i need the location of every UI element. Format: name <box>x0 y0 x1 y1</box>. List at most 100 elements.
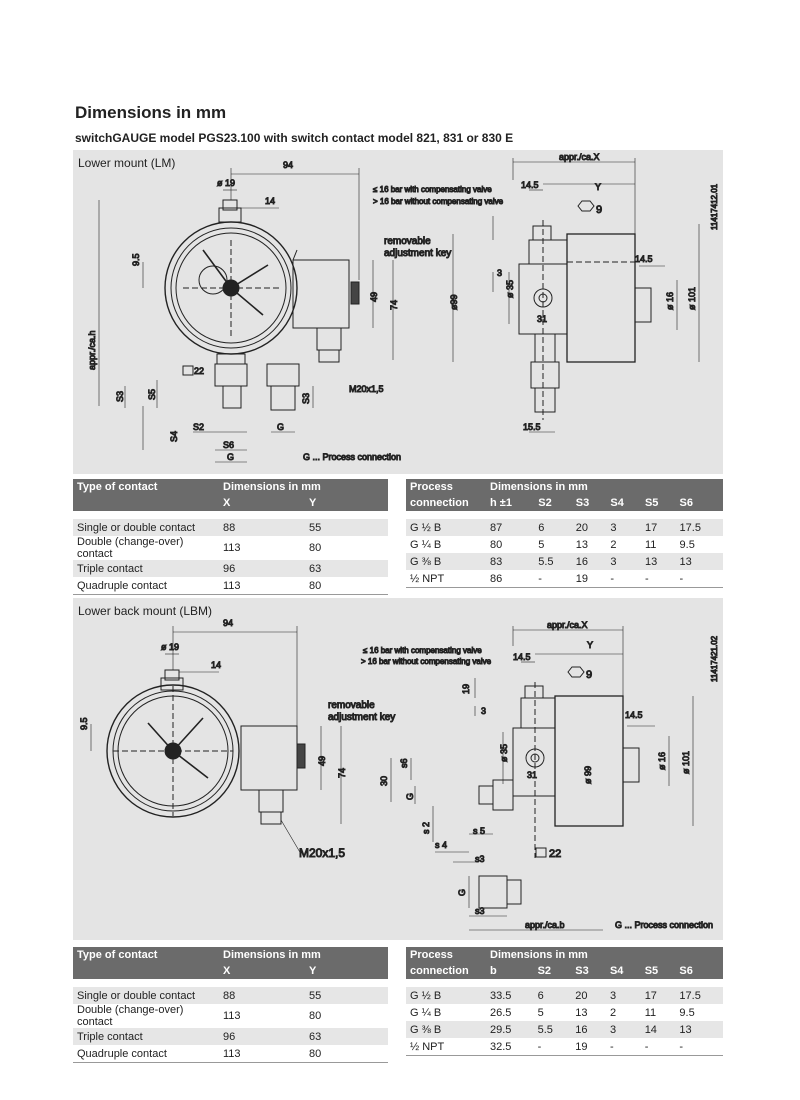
removable-label: removable <box>328 700 375 711</box>
dim-16: ø 16 <box>657 752 667 770</box>
dim-19-side: 19 <box>461 684 471 694</box>
dim-s3-left: S3 <box>115 391 125 402</box>
dim-3: 3 <box>497 268 502 278</box>
dim-101: ø 101 <box>681 751 691 774</box>
header-type-of-contact: Type of contact <box>73 947 219 962</box>
dim-y: Y <box>587 640 593 650</box>
header-x: X <box>219 962 305 979</box>
drawing-number: 11417412.01 <box>710 183 719 230</box>
dim-s3-upper: s3 <box>475 854 485 864</box>
header-col: S4 <box>606 494 641 511</box>
header-col: b <box>486 962 534 979</box>
dim-35: ø 35 <box>499 744 509 762</box>
page-subtitle: switchGAUGE model PGS23.100 with switch … <box>75 131 514 145</box>
dim-99: ø 99 <box>583 766 593 784</box>
adjustment-key-label: adjustment key <box>384 248 451 259</box>
header-col: S5 <box>640 962 676 979</box>
dim-3: 3 <box>481 706 486 716</box>
dim-appr-x: appr./ca.X <box>547 620 588 630</box>
drawing-number: 11417421.02 <box>710 635 719 682</box>
dim-9-5: 9.5 <box>79 717 89 730</box>
square-22-icon <box>535 847 547 858</box>
dim-30: 30 <box>379 776 389 786</box>
dim-s4: s 4 <box>435 840 447 850</box>
drawing-title-lower-back-mount: Lower back mount (LBM) <box>78 604 213 618</box>
dim-15-5: 15.5 <box>523 422 541 432</box>
page-title: Dimensions in mm <box>75 103 227 122</box>
dim-14: 14 <box>211 660 221 670</box>
process-note: G ... Process connection <box>615 920 713 930</box>
dim-19: ø 19 <box>217 178 235 188</box>
dimension-lines-side <box>390 626 694 931</box>
process-note: G ... Process connection <box>303 452 401 462</box>
dim-m20: M20x1,5 <box>299 846 345 860</box>
dim-99: ø99 <box>449 294 459 310</box>
gauge-side-view <box>478 682 640 909</box>
technical-drawing-lower-back-mount: 94 ø 19 14 9.5 removable adjustment key … <box>79 618 720 931</box>
dim-49: 49 <box>369 292 379 302</box>
header-connection: connection <box>406 494 486 511</box>
dim-s6: s6 <box>399 758 409 768</box>
dim-49: 49 <box>317 756 327 766</box>
gauge-front-view <box>106 669 306 825</box>
dim-22: 22 <box>549 848 561 860</box>
dim-14: 14 <box>265 196 275 206</box>
m20-leader <box>280 819 302 855</box>
drawing-panel-lower-back-mount: Lower back mount (LBM) 94 ø 1 <box>73 598 723 940</box>
header-connection: connection <box>406 962 486 979</box>
header-blank <box>73 494 219 511</box>
dim-s2: S2 <box>193 422 204 432</box>
header-process: Process <box>406 947 486 962</box>
header-col: S4 <box>605 962 641 979</box>
dim-101: ø 101 <box>687 287 697 310</box>
removable-label: removable <box>384 236 431 247</box>
header-col: S3 <box>571 494 607 511</box>
dim-s5: s 5 <box>473 826 485 836</box>
drawing-title-lower-mount: Lower mount (LM) <box>78 156 176 170</box>
dimension-lines-front <box>98 168 394 463</box>
dim-19: ø 19 <box>161 642 179 652</box>
dim-g-front: G <box>227 452 234 462</box>
header-process: Process <box>406 479 486 494</box>
dim-31: 31 <box>537 314 547 324</box>
contact-dimensions-table-lm: Type of contact Dimensions in mm X Y Sin… <box>73 479 388 595</box>
header-dimensions: Dimensions in mm <box>219 947 388 962</box>
drawing-panel-lower-mount: Lower mount (LM) <box>73 150 723 474</box>
dim-hex-9: 9 <box>596 204 602 216</box>
header-type-of-contact: Type of contact <box>73 479 219 494</box>
process-dimensions-table-lbm: Process Dimensions in mm connection b S2… <box>406 947 723 1056</box>
hex-icon <box>577 200 595 212</box>
dim-31: 31 <box>527 770 537 780</box>
no-compensating-valve-note: > 16 bar without compensating valve <box>361 657 492 666</box>
compensating-valve-note: ≤ 16 bar with compensating valve <box>363 646 482 655</box>
square-22-icon <box>182 365 194 376</box>
dim-appr-b: appr./ca.b <box>525 920 565 930</box>
adjustment-key-label: adjustment key <box>328 712 395 723</box>
header-col: S2 <box>533 962 572 979</box>
dim-g-fitting: G <box>457 889 467 896</box>
hex-icon <box>567 666 585 678</box>
header-col: S6 <box>675 962 723 979</box>
header-dimensions: Dimensions in mm <box>219 479 388 494</box>
header-x: X <box>219 494 305 511</box>
gauge-front-view <box>164 199 360 411</box>
dim-14-5-right: 14.5 <box>625 710 643 720</box>
dim-s3-fitting: S3 <box>301 393 311 404</box>
dim-9-5: 9.5 <box>131 253 141 266</box>
dim-s4: S4 <box>169 431 179 442</box>
header-y: Y <box>305 494 388 511</box>
header-blank <box>73 962 219 979</box>
dim-hex-9: 9 <box>586 669 592 681</box>
header-col: h ±1 <box>486 494 535 511</box>
dim-y: Y <box>595 182 601 192</box>
